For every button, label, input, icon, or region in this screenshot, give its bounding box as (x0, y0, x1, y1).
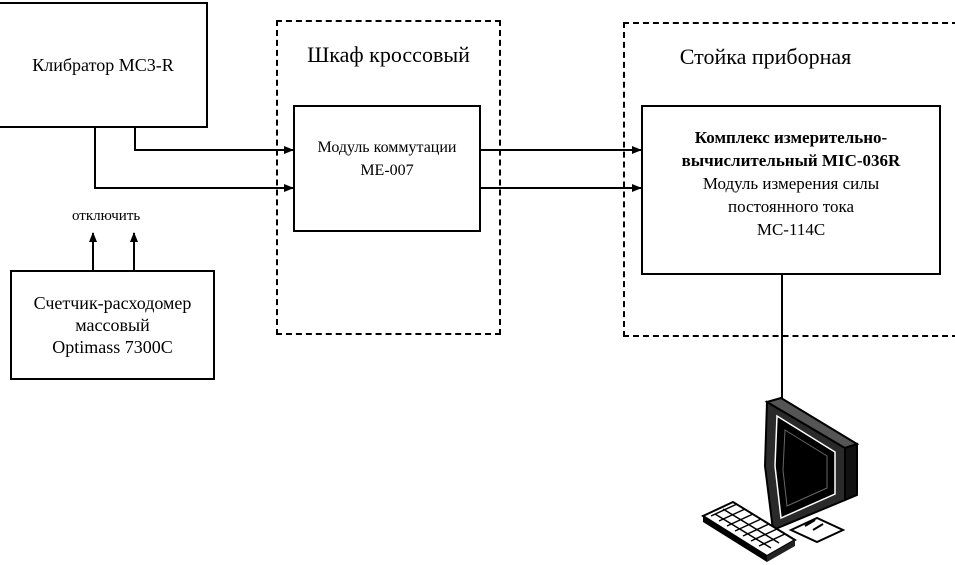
flow-meter-line-3: Optimass 7300C (52, 337, 173, 357)
calibrator-label: Клибратор МС3-R (32, 55, 174, 75)
wire-calibrator-upper (134, 128, 294, 154)
wire-calibrator-lower (94, 128, 294, 192)
complex-title-line-1: Комплекс измерительно- (694, 127, 888, 147)
flow-meter-line-2: массовый (75, 315, 150, 335)
switch-module-line-2: МЕ-007 (360, 161, 414, 179)
computer-workstation-icon (700, 396, 860, 562)
complex-module-line-3: МС-114С (756, 219, 826, 239)
instrument-rack-title: Стойка приборная (679, 44, 852, 69)
instrument-rack-frame (623, 22, 955, 337)
flow-meter-box: Счетчик-расходомер массовый Optimass 730… (10, 270, 215, 380)
switch-module-line-1: Модуль коммутации (317, 138, 457, 156)
measurement-complex-box: Комплекс измерительно- вычислительный МІ… (641, 105, 941, 275)
switch-module-box: Модуль коммутации МЕ-007 (293, 105, 481, 232)
complex-title-line-2: вычислительный МІС-036R (681, 150, 901, 170)
flow-meter-line-1: Счетчик-расходомер (33, 293, 192, 313)
cross-cabinet-title: Шкаф кроссовый (307, 42, 470, 67)
disconnect-label: отключить (72, 208, 141, 224)
complex-module-line-1: Модуль измерения силы (702, 173, 880, 193)
cross-cabinet-frame (276, 20, 501, 335)
calibrator-box: Клибратор МС3-R (0, 2, 208, 128)
complex-module-line-2: постоянного тока (727, 196, 854, 216)
